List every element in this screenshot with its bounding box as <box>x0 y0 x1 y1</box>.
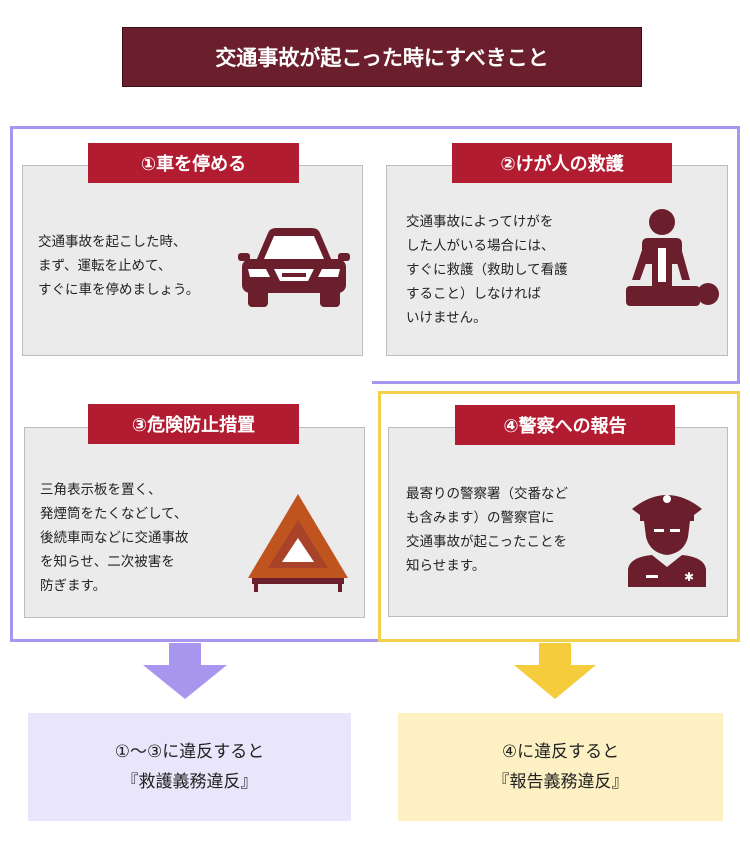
purple-arrow-icon <box>143 643 227 699</box>
svg-text:✱: ✱ <box>684 570 694 584</box>
car-icon <box>238 228 350 307</box>
yellow-arrow-icon <box>514 643 596 699</box>
diagram-title: 交通事故が起こった時にすべきこと <box>122 27 642 87</box>
step-3-header: ③危険防止措置 <box>88 404 299 444</box>
step-1-text: 交通事故を起こした時、 まず、運転を止めて、 すぐに車を停めましょう。 <box>38 234 200 298</box>
purple-group-outline-left <box>10 126 380 642</box>
result-rescue-line1: ①〜③に違反すると <box>114 742 265 762</box>
step-4-text: 最寄りの警察署（交番など も含みます）の警察官に 交通事故が起こったことを 知ら… <box>406 486 568 574</box>
yellow-group-outline <box>378 391 740 642</box>
step-2-header: ②けが人の救護 <box>452 143 672 183</box>
result-report-violation: ④に違反すると 『報告義務違反』 <box>398 713 723 821</box>
police-officer-icon: ✱ <box>628 495 706 587</box>
warning-triangle-icon <box>248 494 348 592</box>
result-rescue-violation: ①〜③に違反すると 『救護義務違反』 <box>28 713 351 821</box>
step-3-text: 三角表示板を置く、 発煙筒をたくなどして、 後続車両などに交通事故 を知らせ、二… <box>40 482 189 594</box>
step-1-header: ①車を停める <box>88 143 299 183</box>
result-report-line1: ④に違反すると <box>501 742 620 762</box>
step-2-text: 交通事故によってけがを した人がいる場合には、 すぐに救護（救助して看護 するこ… <box>406 214 568 326</box>
result-report-line2: 『報告義務違反』 <box>492 772 629 792</box>
result-rescue-line2: 『救護義務違反』 <box>121 772 258 792</box>
step-4-header: ④警察への報告 <box>455 405 675 445</box>
purple-group-outline-step <box>372 381 740 384</box>
cpr-icon <box>626 209 719 306</box>
